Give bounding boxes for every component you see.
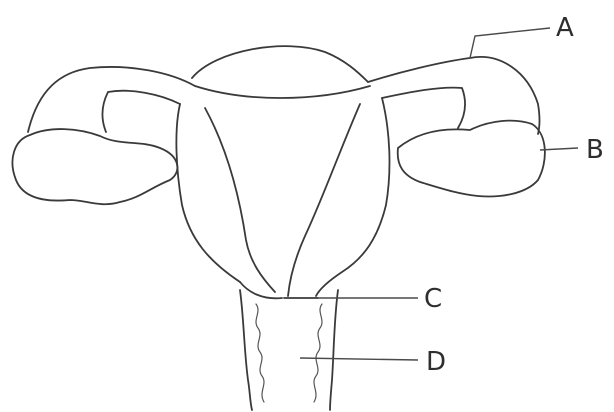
vagina-rugae-right bbox=[314, 304, 322, 402]
uterus-fundus bbox=[192, 46, 368, 82]
vagina-rugae-left bbox=[256, 304, 264, 402]
right-fallopian-tube-inner bbox=[382, 88, 465, 128]
label-a: A bbox=[556, 13, 574, 43]
leader-line-a bbox=[470, 28, 550, 58]
left-fallopian-tube-inner bbox=[103, 91, 181, 132]
cervix bbox=[240, 282, 282, 298]
uterus-left-wall bbox=[176, 104, 240, 282]
label-d: D bbox=[426, 347, 446, 377]
uterine-cavity-left bbox=[205, 108, 275, 292]
right-ovary bbox=[398, 121, 545, 197]
label-c: C bbox=[424, 284, 442, 314]
leader-line-d bbox=[300, 358, 418, 360]
left-ovary bbox=[12, 129, 177, 204]
uterus-right-wall bbox=[316, 98, 389, 296]
vagina-left-wall bbox=[240, 290, 252, 410]
fundus-inner-curve bbox=[195, 86, 370, 98]
leader-line-b bbox=[540, 148, 578, 150]
label-b: B bbox=[586, 135, 604, 165]
vagina-right-wall bbox=[330, 290, 338, 410]
